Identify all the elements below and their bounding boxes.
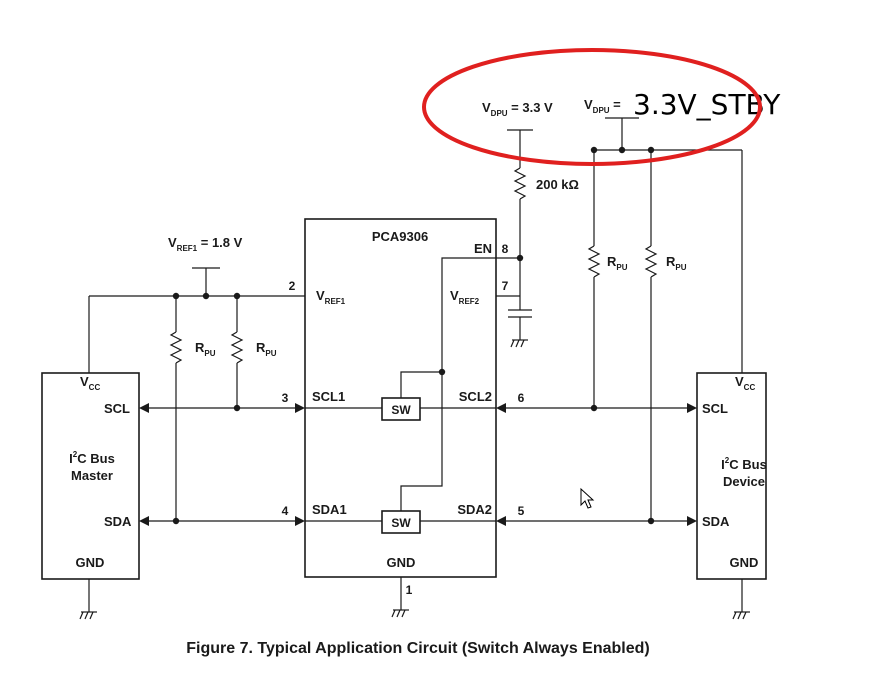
master-title-line1: I2C Bus (69, 450, 115, 466)
junction-dot (202, 292, 210, 300)
pullup-resistor-sda1 (169, 331, 183, 364)
pullup-resistor-scl1 (230, 331, 244, 364)
master-gnd-label: GND (76, 555, 105, 570)
pin-6: 6 (518, 391, 525, 405)
chip-name: PCA9306 (372, 229, 428, 244)
sda1-label: SDA1 (312, 502, 347, 517)
junction-dot (590, 404, 598, 412)
junction-dot (172, 517, 180, 525)
junction-dot (618, 146, 626, 154)
ground-symbol (732, 611, 750, 620)
arrow-chip-scl2 (496, 403, 506, 413)
arrow-device-sda (687, 516, 697, 526)
vref1-supply-label: VREF1 = 1.8 V (168, 235, 243, 253)
device-title-line1: I2C Bus (721, 456, 767, 472)
pin-4: 4 (282, 504, 289, 518)
enable-gate-wire-sda (400, 372, 443, 511)
pin-5: 5 (518, 504, 525, 518)
device-gnd-label: GND (730, 555, 759, 570)
pin-2: 2 (289, 279, 296, 293)
en-label: EN (474, 241, 492, 256)
rpu-label-sda1: RPU (195, 340, 216, 358)
sda2-label: SDA2 (457, 502, 492, 517)
switch-scl-label: SW (391, 403, 411, 417)
figure-caption: Figure 7. Typical Application Circuit (S… (186, 640, 649, 657)
device-vcc-label: VCC (735, 374, 755, 392)
pin-3: 3 (282, 391, 289, 405)
i2c-bus-master-block (41, 372, 140, 580)
device-title-line2: Device (723, 474, 765, 489)
vdpu-supply-label: VDPU = 3.3 V (482, 100, 553, 118)
rpu-label-sda2: RPU (666, 254, 687, 272)
master-title-line2: Master (71, 468, 113, 483)
arrow-chip-sda2 (496, 516, 506, 526)
switch-sda-label: SW (391, 516, 411, 530)
mouse-cursor-icon (580, 487, 595, 509)
device-sda-label: SDA (702, 514, 730, 529)
junction-dot (438, 368, 446, 376)
device-scl-label: SCL (702, 401, 728, 416)
ground-symbol (510, 339, 528, 348)
pin-8: 8 (502, 242, 509, 256)
ground-symbol (391, 609, 409, 618)
pin-7: 7 (502, 279, 509, 293)
pullup-resistor-sda2 (644, 245, 658, 278)
arrow-chip-scl1 (295, 403, 305, 413)
master-scl-label: SCL (104, 401, 130, 416)
i2c-bus-device-block (696, 372, 767, 580)
ground-symbol (79, 611, 97, 620)
scl2-label: SCL2 (459, 389, 492, 404)
rpu-label-scl2: RPU (607, 254, 628, 272)
resistor-200k (513, 167, 527, 200)
vref1-pin-label: VREF1 (316, 288, 346, 306)
resistor-200k-label: 200 kΩ (536, 177, 579, 192)
junction-dot (647, 517, 655, 525)
highlight-ellipse (422, 48, 762, 166)
arrow-master-sda (139, 516, 149, 526)
scl1-label: SCL1 (312, 389, 345, 404)
pullup-resistor-scl2 (587, 245, 601, 278)
arrow-master-scl (139, 403, 149, 413)
junction-dot (233, 404, 241, 412)
vdpu-supply-label-2: VDPU = (584, 97, 621, 115)
master-vcc-label: VCC (80, 374, 100, 392)
rpu-label-scl1: RPU (256, 340, 277, 358)
master-sda-label: SDA (104, 514, 132, 529)
pin-1: 1 (406, 583, 413, 597)
arrow-chip-sda1 (295, 516, 305, 526)
vref2-pin-label: VREF2 (450, 288, 480, 306)
arrow-device-scl (687, 403, 697, 413)
chip-gnd-label: GND (387, 555, 416, 570)
